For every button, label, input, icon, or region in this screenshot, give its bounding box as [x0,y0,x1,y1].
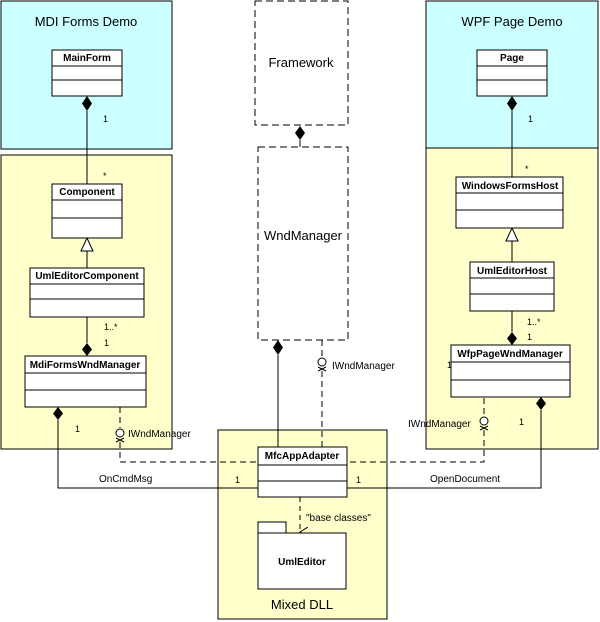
class-name-uml-editor-host: UmlEditorHost [477,266,548,277]
assoc-wndmanager-adapter [273,340,283,447]
class-uml-editor-component: UmlEditorComponent [29,267,145,318]
mult-mainform-one: 1 [103,114,108,124]
package-wndmanager: WndManager [257,146,349,341]
mult-uec-one-many: 1..* [104,322,118,332]
label-iwndmanager-center: IWndManager [332,361,395,372]
class-name-mainform: MainForm [63,53,111,64]
generalization-ueh-wfh [505,226,519,262]
package-label-mdi: MDI Forms Demo [35,14,138,29]
class-name-page: Page [500,53,524,64]
class-mainform: MainForm [51,49,123,97]
class-name-mfc-app-adapter: MfcAppAdapter [265,451,340,462]
mult-mdi-one: 1 [104,338,109,348]
package-label-wpf: WPF Page Demo [461,14,562,29]
mult-wfh-many: * [525,164,529,174]
class-windows-forms-host: WindowsFormsHost [455,176,564,229]
mult-wfp-right-one: 1 [519,417,524,427]
mult-component-many: * [103,171,107,181]
package-label-wndmanager: WndManager [264,228,343,243]
class-name-uml-editor: UmlEditor [278,557,326,568]
assoc-wfp-ueh [507,311,517,345]
class-component: Component [51,183,123,239]
class-page: Page [476,49,548,97]
class-wfp-page-wnd-manager: WfpPageWndManager [450,344,571,398]
assoc-wfp-adapter [347,397,546,489]
label-iwndmanager-right: IWndManager [408,419,471,430]
assoc-mainform-component [82,96,92,184]
assoc-framework-wndmanager [295,126,305,147]
class-mdi-forms-wnd-manager: MdiFormsWndManager [24,355,147,408]
mult-adapter-right-one: 1 [356,475,361,485]
mult-wfp-left-one: 1 [447,360,452,370]
label-on-cmd-msg: OnCmdMsg [99,474,152,485]
generalization-uec-component [80,236,94,268]
package-label-framework: Framework [268,55,334,70]
label-open-document: OpenDocument [430,474,500,485]
class-name-component: Component [59,187,115,198]
mult-wfp-one: 1 [527,332,532,342]
mult-adapter-left-one: 1 [235,475,240,485]
class-uml-editor: UmlEditor [257,521,347,590]
class-name-mdi-forms-wnd-manager: MdiFormsWndManager [30,360,141,371]
mult-ueh-one-many: 1..* [527,317,541,327]
class-name-wfp-page-wnd-manager: WfpPageWndManager [457,349,563,360]
assoc-mdi-adapter [53,407,258,489]
mult-mdi-left-one: 1 [75,424,80,434]
label-iwndmanager-left: IWndManager [128,429,191,440]
label-base-classes: "base classes" [306,513,371,524]
interface-iwndmanager-center [317,340,327,447]
assoc-mdi-uec [82,317,92,356]
class-name-windows-forms-host: WindowsFormsHost [462,181,559,192]
class-uml-editor-host: UmlEditorHost [469,261,555,312]
package-framework: Framework [254,0,349,126]
class-mfc-app-adapter: MfcAppAdapter [257,446,348,498]
mult-page-one: 1 [528,114,533,124]
class-name-uml-editor-component: UmlEditorComponent [35,271,139,282]
package-label-mixed-dll: Mixed DLL [271,597,333,612]
interface-iwndmanager-left [115,407,258,463]
assoc-page-wfh [507,96,517,177]
interface-iwndmanager-right [347,398,489,463]
